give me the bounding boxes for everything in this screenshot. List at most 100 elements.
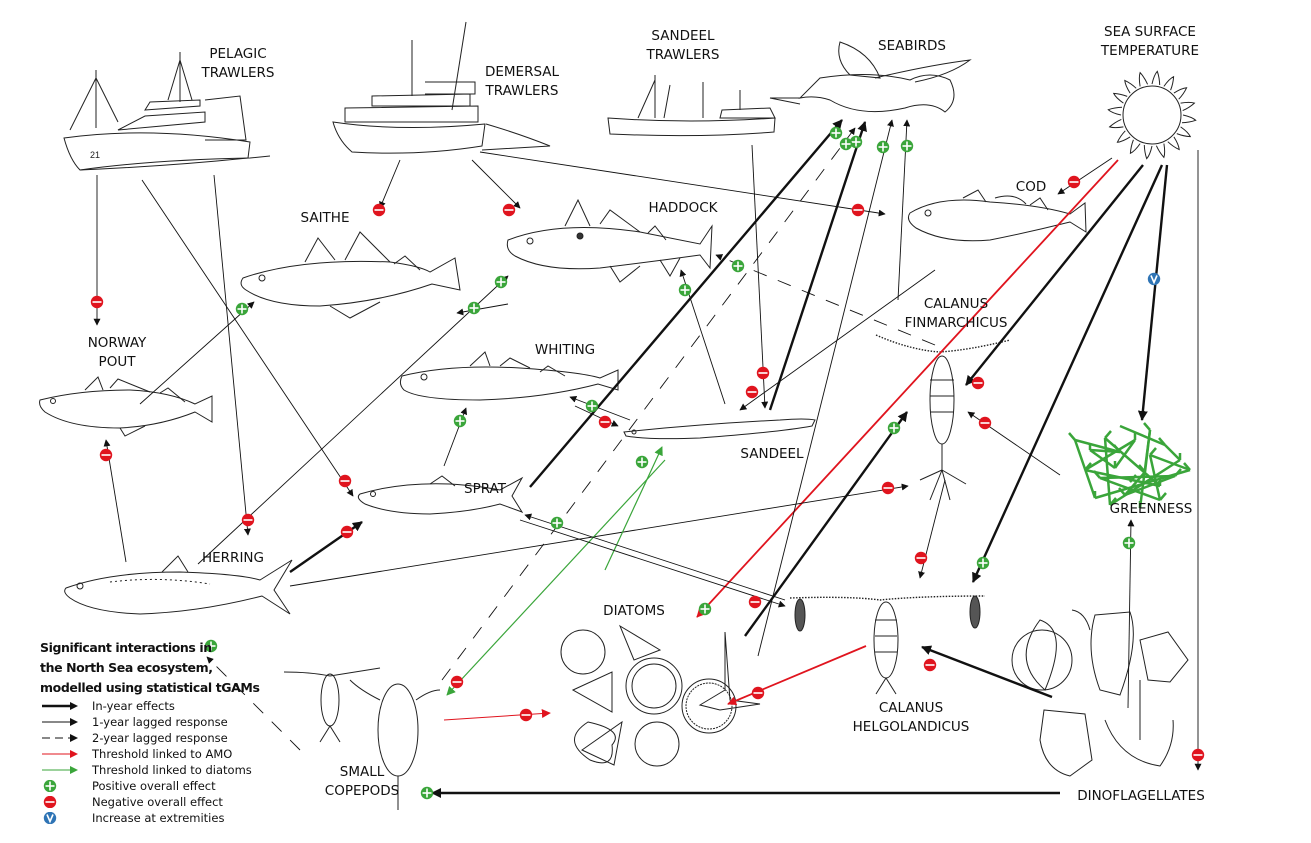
legend-item-label: Negative overall effect	[92, 795, 223, 809]
marker-positive-icon	[839, 137, 853, 151]
herring-illustration	[64, 555, 293, 615]
edge-calanus-finmarchicus-to-haddock	[715, 254, 936, 346]
effect-markers	[90, 126, 1205, 800]
label-seabirds: SEABIRDS	[878, 38, 946, 54]
label-sandeel: SANDEEL	[740, 446, 804, 462]
marker-negative-icon	[881, 481, 895, 495]
marker-negative-icon	[971, 376, 985, 390]
edge-sandeel-to-seabirds	[768, 121, 867, 411]
marker-negative-icon	[851, 203, 865, 217]
marker-positive-icon	[635, 455, 649, 469]
edge-sandeel-trawlers-to-sandeel	[751, 144, 769, 409]
edge-sst-to-calanus-finmarchicus	[965, 164, 1144, 386]
sun-illustration	[1107, 70, 1197, 160]
label-whiting: WHITING	[535, 342, 595, 358]
haddock-illustration	[506, 198, 713, 283]
edge-pelagic-trawlers-to-herring	[213, 174, 251, 536]
legend-swatch-positive	[40, 780, 86, 792]
marker-negative-icon	[756, 366, 770, 380]
marker-negative-icon	[99, 448, 113, 462]
legend-item-label: Increase at extremities	[92, 811, 225, 825]
marker-negative-icon	[450, 675, 464, 689]
marker-positive-icon	[585, 399, 599, 413]
label-greenness: GREENNESS	[1110, 501, 1193, 517]
marker-negative-icon	[90, 295, 104, 309]
marker-negative-icon	[338, 474, 352, 488]
edge-diatoms-to-seabirds	[757, 119, 894, 657]
edge-cod-to-sandeel	[739, 269, 936, 411]
greenness-illustration	[1068, 422, 1191, 509]
edge-demersal-trawlers-to-saithe	[379, 159, 401, 209]
legend-item-label: In-year effects	[92, 699, 175, 713]
legend-item-label: Positive overall effect	[92, 779, 216, 793]
marker-positive-icon	[420, 786, 434, 800]
edge-sprat-to-seabirds	[529, 119, 843, 488]
edge-sst-to-diatoms	[696, 159, 1119, 618]
demersal-trawler-illustration	[332, 21, 551, 154]
marker-positive-icon	[453, 414, 467, 428]
edge-demersal-trawlers-to-haddock	[471, 159, 521, 209]
edge-small-copepods-to-diatoms	[443, 709, 551, 721]
legend-swatch-amo	[40, 748, 86, 760]
legend-item-label: Threshold linked to diatoms	[92, 763, 252, 777]
edge-haddock-to-saithe	[456, 303, 509, 316]
legend-item-lag2: 2-year lagged response	[40, 730, 270, 746]
marker-negative-icon	[372, 203, 386, 217]
edge-sprat-to-calanus-helgolandicus	[519, 519, 786, 608]
legend-swatch-lag2	[40, 732, 86, 744]
legend-item-amo: Threshold linked to AMO	[40, 746, 270, 762]
legend-title-line: Significant interactions in	[40, 640, 212, 655]
legend-positive-icon	[43, 780, 57, 792]
marker-positive-icon	[235, 302, 249, 316]
seabird-illustration	[769, 41, 972, 113]
edge-norway-pout-to-saithe	[139, 301, 255, 405]
marker-negative-icon	[745, 385, 759, 399]
legend-item-inyear: In-year effects	[40, 698, 270, 714]
marker-extremity-icon	[1147, 272, 1161, 286]
marker-positive-icon	[900, 139, 914, 153]
legend-item-negative: Negative overall effect	[40, 794, 270, 810]
marker-positive-icon	[976, 556, 990, 570]
label-diatoms: DIATOMS	[603, 603, 665, 619]
pelagic-trawler-illustration: 21	[63, 52, 271, 171]
marker-positive-icon	[876, 140, 890, 154]
edge-calanus-helgolandicus-to-diatoms	[727, 645, 867, 706]
marker-negative-icon	[978, 416, 992, 430]
legend-title-line: modelled using statistical tGAMs	[40, 680, 260, 695]
sandeel-trawler-illustration	[607, 75, 776, 137]
marker-positive-icon	[494, 275, 508, 289]
saithe-illustration	[240, 231, 461, 319]
marker-positive-icon	[887, 421, 901, 435]
marker-positive-icon	[1122, 536, 1136, 550]
edge-herring-to-norway-pout	[103, 439, 127, 563]
whiting-illustration	[399, 351, 619, 401]
legend-item-diatom: Threshold linked to diatoms	[40, 762, 270, 778]
diatoms-illustration	[560, 624, 761, 767]
edge-pelagic-trawlers-to-sprat	[141, 179, 354, 497]
marker-positive-icon	[550, 516, 564, 530]
label-herring: HERRING	[202, 550, 264, 566]
edge-demersal-trawlers-to-cod	[479, 151, 886, 217]
calanus-helgolandicus-illustration	[789, 595, 986, 695]
legend-item-label: Threshold linked to AMO	[92, 747, 233, 761]
marker-positive-icon	[204, 639, 218, 653]
calanus-finmarchicus-illustration	[875, 334, 1011, 501]
legend-swatch-inyear	[40, 700, 86, 712]
marker-negative-icon	[1191, 748, 1205, 762]
svg-text:21: 21	[90, 150, 100, 160]
marker-positive-icon	[698, 602, 712, 616]
marker-negative-icon	[923, 658, 937, 672]
edge-dinoflagellates-to-calanus-helgolandicus	[921, 645, 1053, 699]
legend-negative-icon	[43, 796, 57, 808]
legend-item-label: 1-year lagged response	[92, 715, 228, 729]
legend-item-positive: Positive overall effect	[40, 778, 270, 794]
marker-negative-icon	[914, 551, 928, 565]
edge-small-copepods-to-herring	[206, 656, 301, 751]
